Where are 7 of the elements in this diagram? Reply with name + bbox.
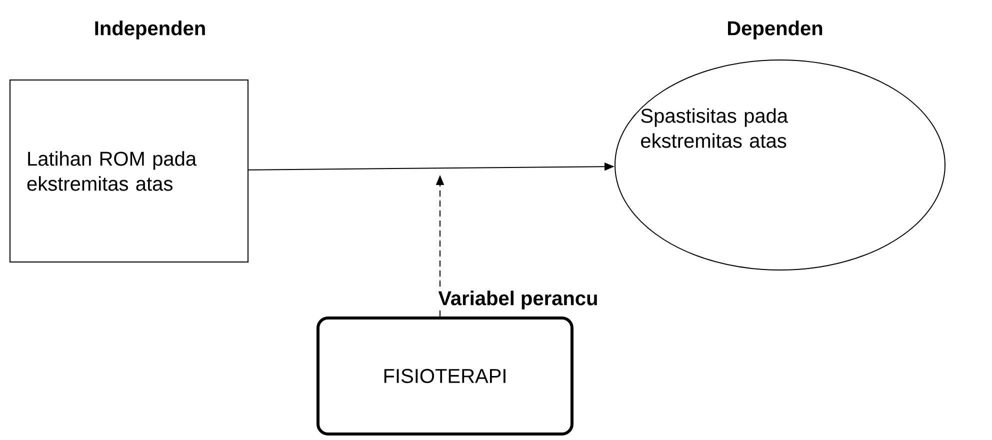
rounded-box: FISIOTERAPI	[316, 316, 574, 436]
column-heading: Dependen	[728, 20, 822, 40]
outcome-ellipse	[614, 60, 946, 270]
node-text: Spastisitas pada ekstremitas atas	[641, 108, 788, 148]
process-box: Latihan ROM pada ekstremitas atas	[10, 80, 248, 262]
edge-label: Variabel perancu	[438, 290, 597, 310]
column-heading: Independen	[95, 20, 205, 40]
